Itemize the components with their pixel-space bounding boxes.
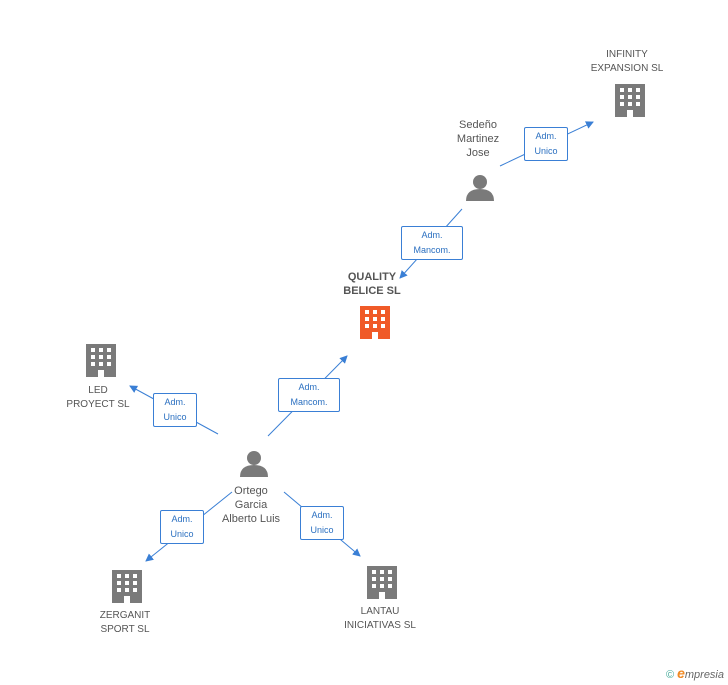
person-icon [240,451,268,477]
building-icon [112,570,142,603]
edge-label-ortega-led: Adm. Unico [153,393,197,427]
node-label: QUALITY BELICE SL [343,271,401,297]
node-ortega-garcia[interactable]: Ortego Garcia Alberto Luis [206,484,296,526]
node-infinity-expansion[interactable]: INFINITY EXPANSION SL [577,48,677,76]
building-icon [367,566,397,599]
node-led-proyect[interactable]: LED PROYECT SL [48,384,148,412]
building-icon [86,344,116,377]
node-label: ZERGANIT SPORT SL [99,610,151,635]
edge-label-sedeno-quality: Adm. Mancom. [401,226,463,260]
brand-e: e [677,665,685,681]
node-lantau-iniciativas[interactable]: LANTAU INICIATIVAS SL [330,605,430,633]
person-icon [466,175,494,201]
node-sedeno-martinez[interactable]: Sedeño Martinez Jose [438,118,518,160]
node-label: Ortego Garcia Alberto Luis [221,485,281,525]
building-icon [360,306,390,339]
node-label: LED PROYECT SL [66,385,130,410]
node-label: LANTAU INICIATIVAS SL [344,606,416,631]
building-icon [615,84,645,117]
edge-label-ortega-lantau: Adm. Unico [300,506,344,540]
node-label: Sedeño Martinez Jose [456,119,500,159]
edge-label-ortega-quality: Adm. Mancom. [278,378,340,412]
node-zerganit-sport[interactable]: ZERGANIT SPORT SL [75,609,175,637]
empresia-logo: ©empresia [666,665,724,681]
node-quality-belice[interactable]: QUALITY BELICE SL [322,270,422,298]
copyright-symbol: © [665,669,675,681]
brand-name: mpresia [684,669,724,681]
edge-label-sedeno-infinity: Adm. Unico [524,127,568,161]
node-label: INFINITY EXPANSION SL [590,49,664,74]
edge-label-ortega-zerganit: Adm. Unico [160,510,204,544]
